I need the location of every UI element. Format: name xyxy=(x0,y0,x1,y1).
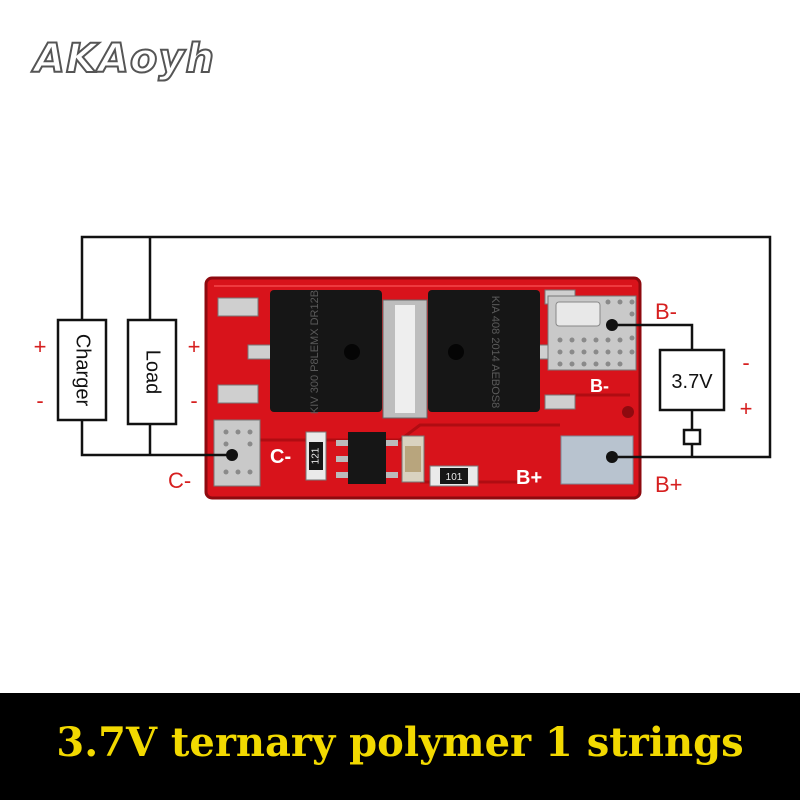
battery-minus-sign: - xyxy=(742,350,749,375)
mosfet-left xyxy=(270,290,382,412)
board-b-minus-label: B- xyxy=(590,376,609,396)
load-plus-sign: + xyxy=(188,334,201,359)
terminal-b-minus-label: B- xyxy=(655,299,677,324)
board-b-plus-label: B+ xyxy=(516,467,542,489)
protection-ic xyxy=(336,432,398,484)
load-label: Load xyxy=(142,350,164,395)
mosfet-right-marking: KIA 408 2014 AEBOS8 xyxy=(489,296,501,409)
b-plus-connection-dot xyxy=(606,451,618,463)
mosfet-left-marking: KIV 300 P8LEMX DR12B xyxy=(309,290,321,414)
wires xyxy=(80,235,772,459)
battery-label: 3.7V xyxy=(671,371,713,393)
resistor-121-label: 121 xyxy=(311,447,322,464)
pcb-board: KIV 300 P8LEMX DR12B KIA 408 2014 AEBOS8 xyxy=(204,276,642,500)
caption-banner: 3.7V ternary polymer 1 strings xyxy=(0,693,800,800)
terminal-c-minus-label: C- xyxy=(168,468,191,493)
caption-text: 3.7V ternary polymer 1 strings xyxy=(56,719,744,766)
charger-minus-sign: - xyxy=(36,388,43,413)
load-minus-sign: - xyxy=(190,388,197,413)
battery-box xyxy=(658,348,726,412)
load-box xyxy=(126,318,178,426)
resistor-101-label: 101 xyxy=(446,472,463,483)
b-minus-connection-dot xyxy=(606,319,618,331)
charger-label: Charger xyxy=(72,334,94,407)
battery-plus-sign: + xyxy=(740,396,753,421)
terminal-b-plus-label: B+ xyxy=(655,472,683,497)
b-plus-pad xyxy=(560,435,634,485)
charger-plus-sign: + xyxy=(34,334,47,359)
board-c-minus-label: C- xyxy=(270,446,291,468)
c-minus-connection-dot xyxy=(226,449,238,461)
charger-box xyxy=(56,318,108,422)
battery-terminal-icon xyxy=(682,428,702,446)
mosfet-right xyxy=(428,290,540,412)
brand-logo: AKAoyh xyxy=(33,35,215,83)
